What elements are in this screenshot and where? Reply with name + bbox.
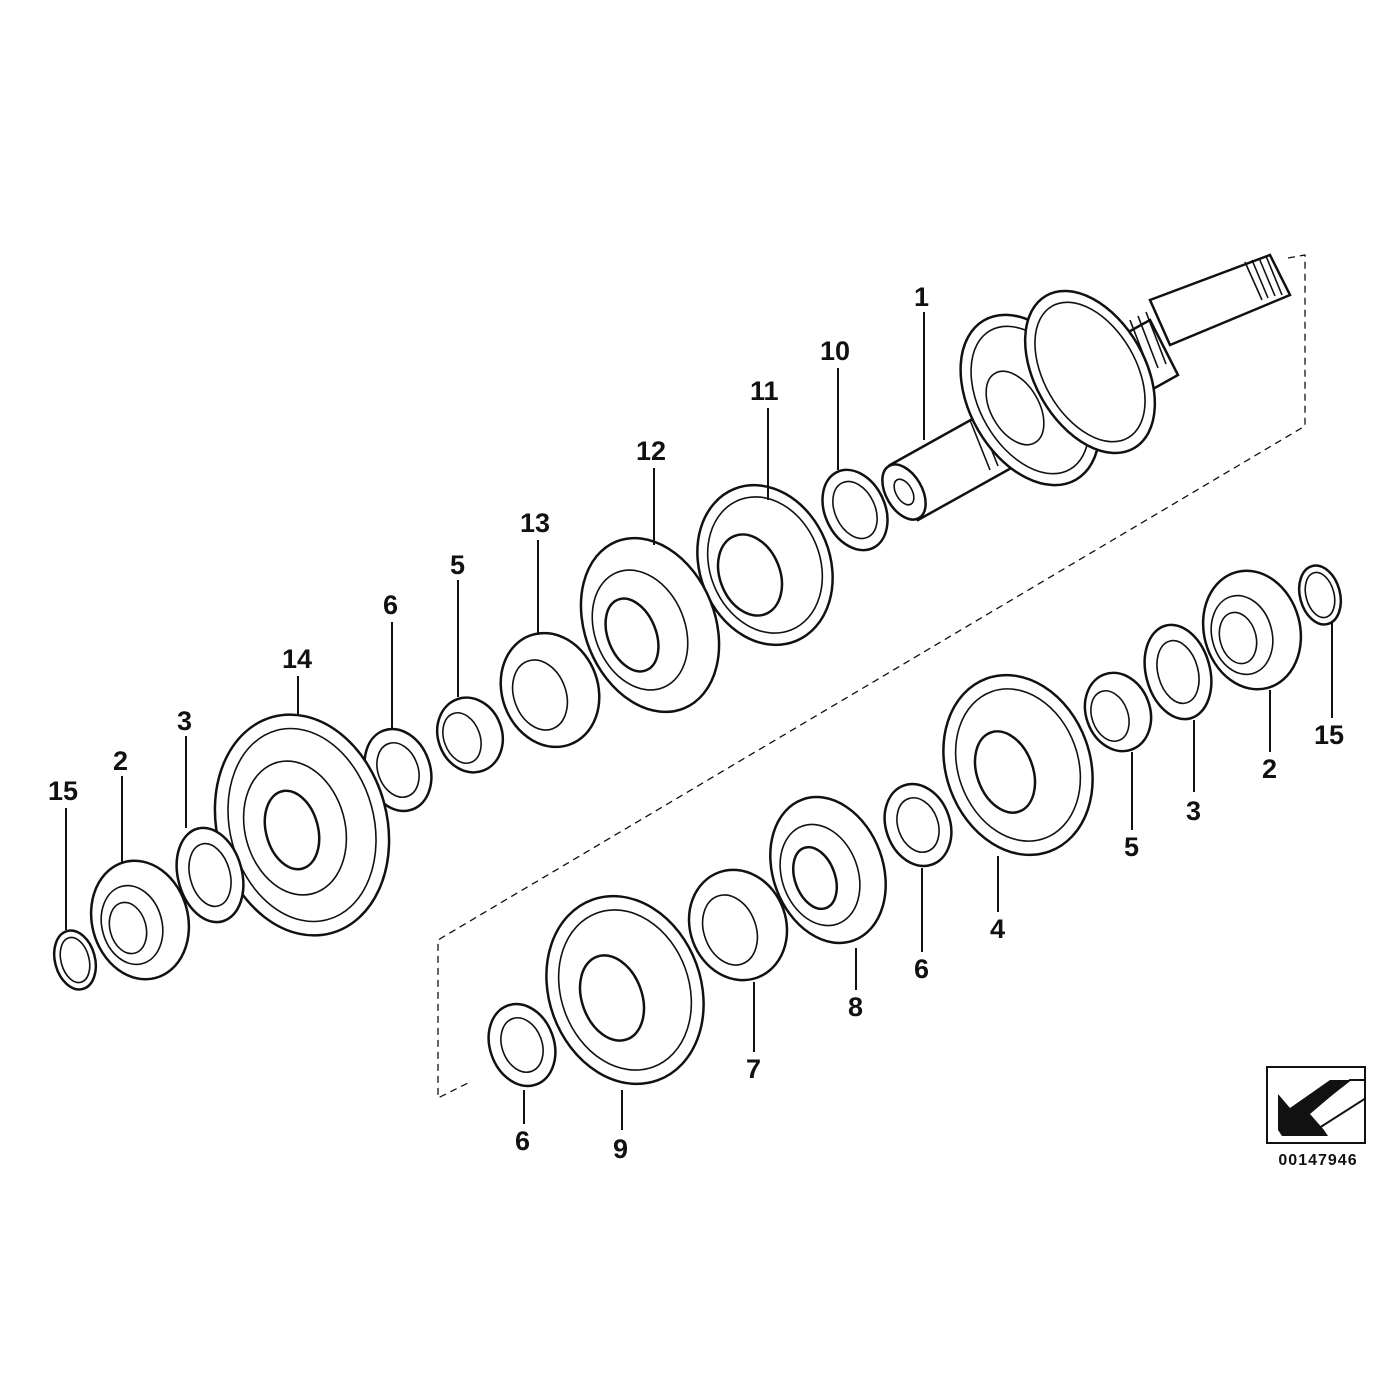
part-washer-3-right[interactable] (1135, 617, 1222, 726)
part-needle-bearing-6-mid[interactable] (874, 775, 963, 876)
callout-4: 4 (990, 914, 1005, 944)
part-bushing-5-upper[interactable] (427, 688, 513, 781)
arrow-glyph (1278, 1079, 1367, 1136)
callout-13: 13 (520, 508, 550, 538)
callout-5-lower: 5 (1124, 832, 1139, 862)
part-gear-4[interactable] (919, 654, 1117, 876)
callout-10: 10 (820, 336, 850, 366)
callout-1: 1 (914, 282, 929, 312)
part-synchronizer-hub-12[interactable] (556, 517, 744, 733)
callout-3-right: 3 (1186, 796, 1201, 826)
part-circlip-15-right[interactable] (1293, 561, 1347, 629)
diagram-id-label: 00147946 (1278, 1152, 1358, 1169)
callout-5-upper: 5 (450, 550, 465, 580)
part-needle-bearing-6-lower[interactable] (478, 995, 567, 1096)
part-ball-bearing-2-right[interactable] (1190, 560, 1314, 701)
callout-11: 11 (750, 376, 779, 406)
callout-12: 12 (636, 436, 666, 466)
part-ball-bearing-2-left[interactable] (78, 850, 202, 991)
callout-6-mid: 6 (914, 954, 929, 984)
pointer-arrow-icon[interactable] (1266, 1066, 1367, 1144)
callout-2-left: 2 (113, 746, 128, 776)
callout-7: 7 (746, 1054, 761, 1084)
callout-9: 9 (613, 1134, 628, 1164)
part-large-gear-14[interactable] (191, 695, 413, 955)
callout-15-right: 15 (1314, 720, 1344, 750)
part-gear-11[interactable] (674, 465, 856, 666)
callout-6-lower: 6 (515, 1126, 530, 1156)
part-circlip-15-left[interactable] (48, 926, 102, 994)
callout-15-left: 15 (48, 776, 78, 806)
callout-8: 8 (848, 992, 863, 1022)
part-needle-bearing-10[interactable] (810, 459, 900, 560)
part-washer-3-left[interactable] (167, 820, 254, 929)
part-main-shaft[interactable] (873, 253, 1292, 527)
callout-6-upper: 6 (383, 590, 398, 620)
part-sleeve-13[interactable] (485, 619, 615, 761)
callout-14: 14 (282, 644, 312, 674)
leader-lines (65, 312, 1333, 1130)
callout-2-right: 2 (1262, 754, 1277, 784)
callout-3-left: 3 (177, 706, 192, 736)
part-gear-9[interactable] (521, 874, 730, 1106)
dashed-group-outline (437, 254, 1306, 1100)
part-bushing-5-lower[interactable] (1074, 663, 1162, 760)
part-sleeve-7[interactable] (674, 856, 803, 994)
part-synchronizer-hub-8[interactable] (751, 781, 906, 960)
callout-labels: 1 10 11 12 13 5 6 14 3 2 15 15 2 3 5 4 6… (48, 282, 1344, 1164)
